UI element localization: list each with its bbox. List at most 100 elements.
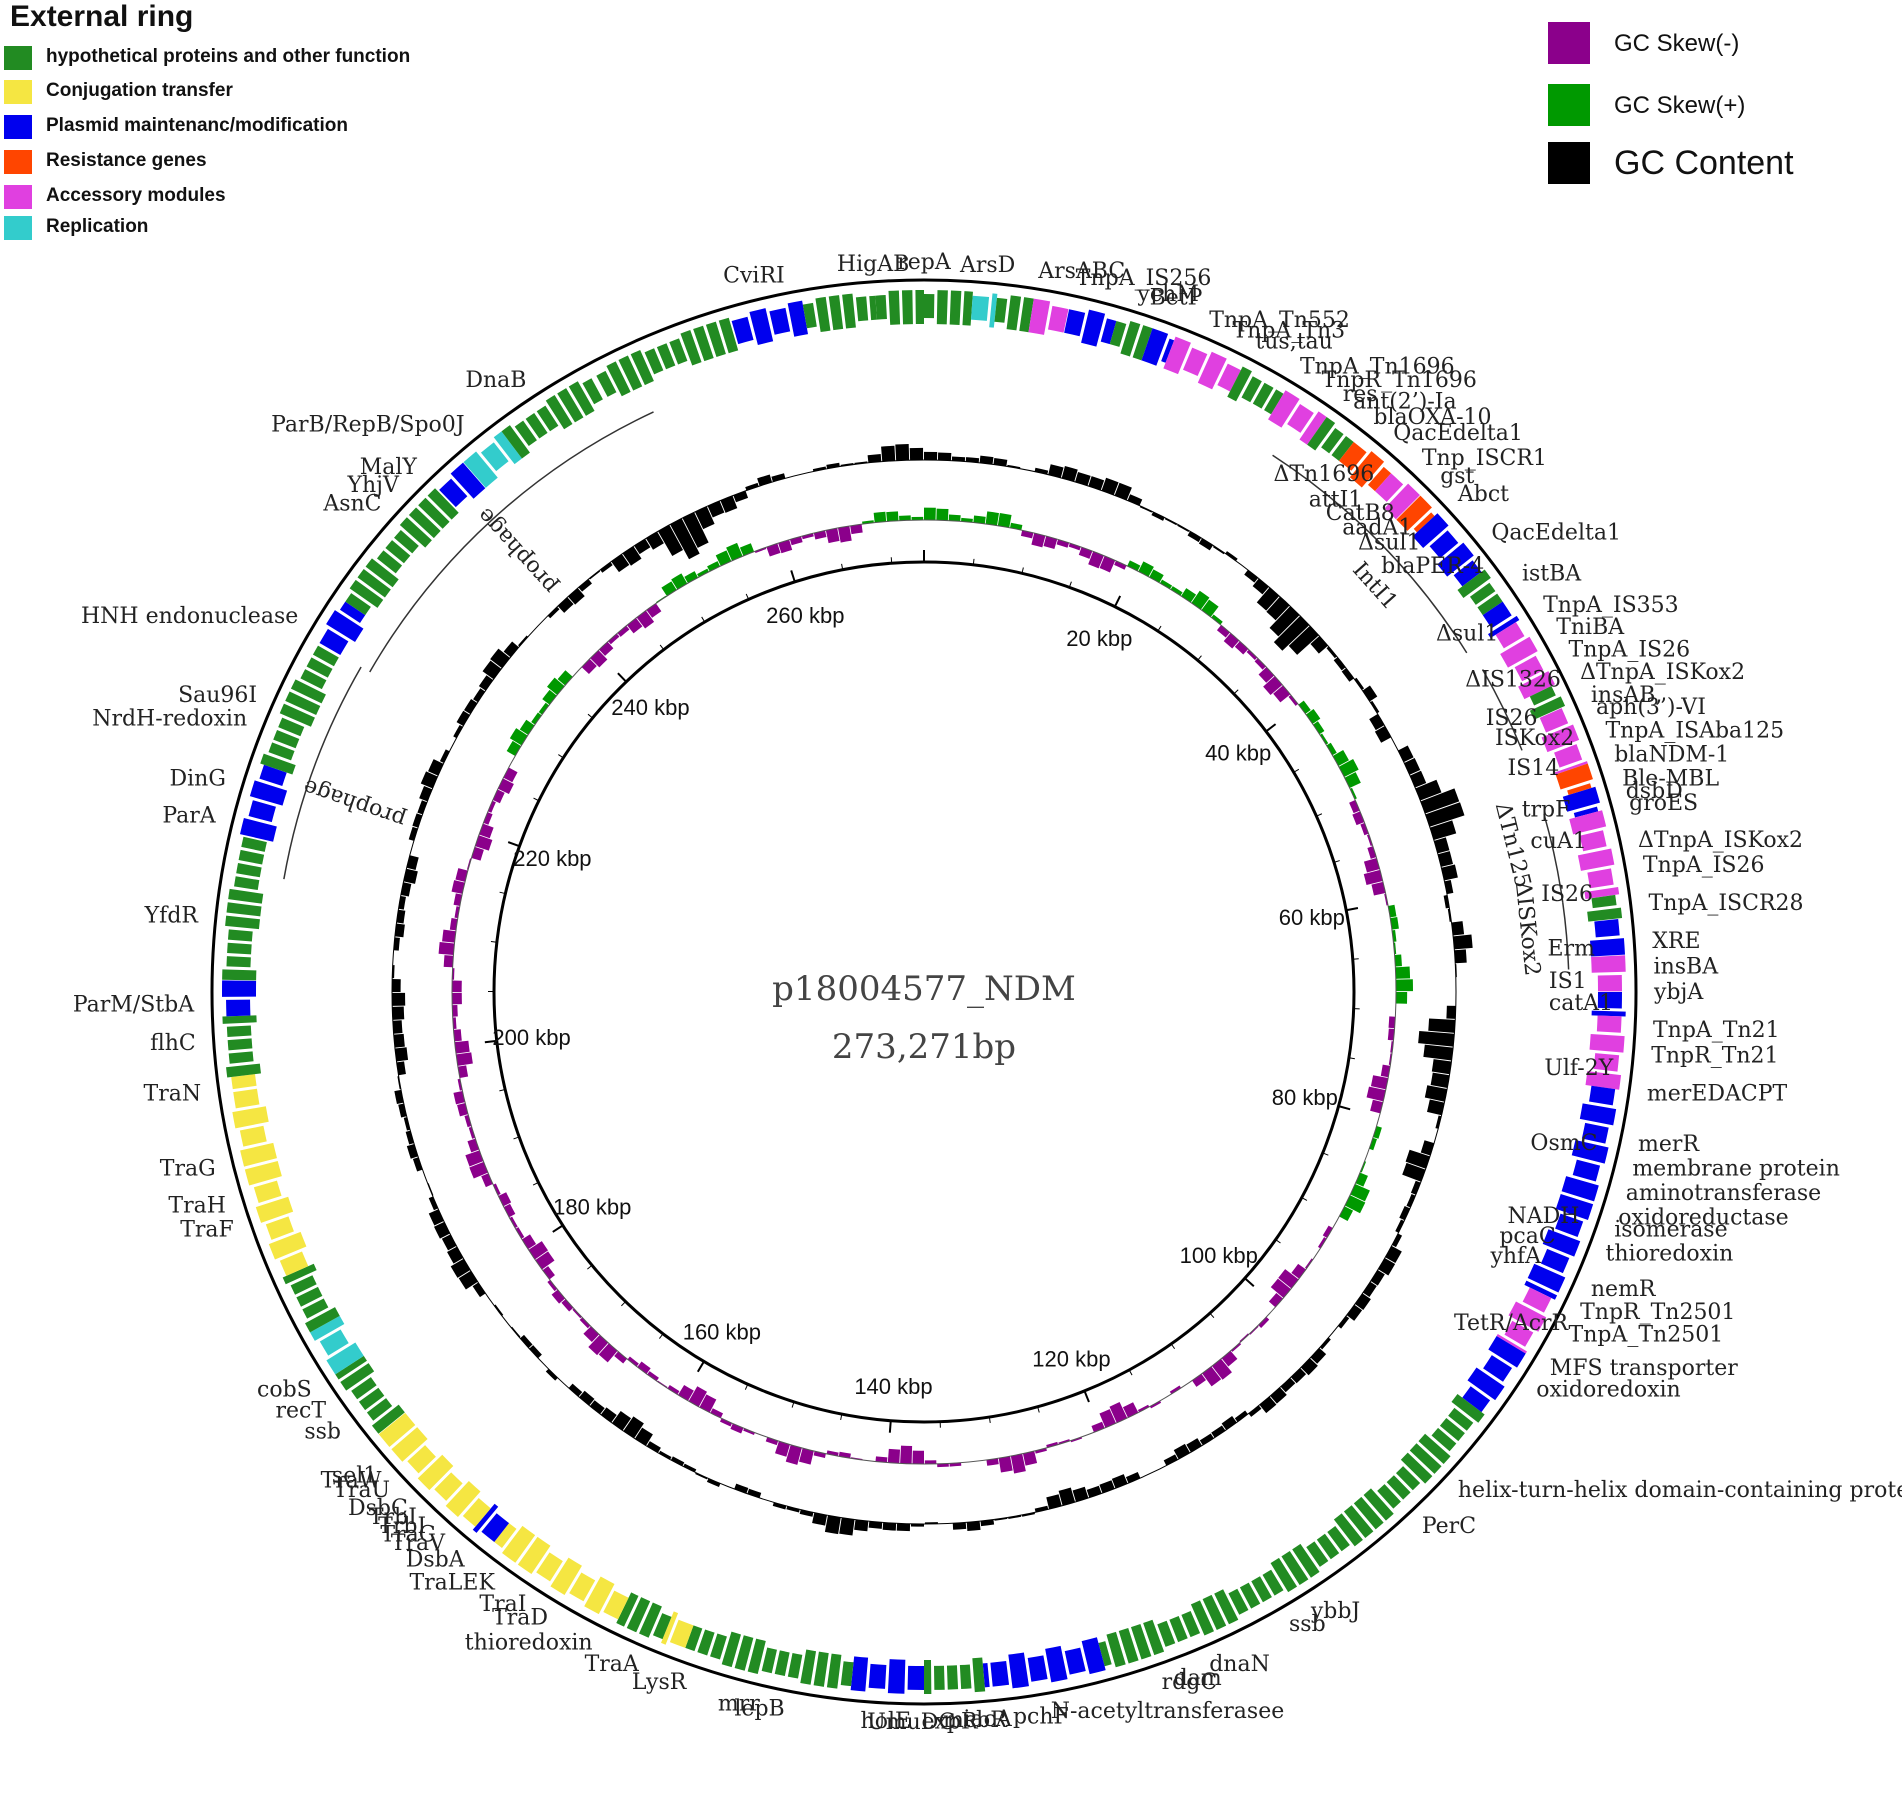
gene-label: TraU: [333, 1478, 390, 1503]
scale-tick: [1113, 595, 1122, 608]
gc-skew-bar: [825, 528, 840, 544]
gene-block: [463, 451, 498, 488]
gc-skew-bar: [1254, 658, 1266, 670]
gc-skew-bar: [1332, 749, 1349, 767]
gene-label: merEDACPT: [1647, 1082, 1788, 1107]
gene-block: [1118, 1628, 1139, 1664]
gc-content-bar: [1198, 538, 1213, 551]
gc-skew-bar: [1246, 649, 1258, 661]
gc-content-bar: [1058, 1487, 1076, 1506]
gene-block: [1384, 483, 1420, 520]
gc-skew-bar: [688, 1386, 707, 1407]
gc-skew-bar: [1278, 1269, 1299, 1289]
gene-block: [749, 308, 774, 345]
gene-label: pcaC: [1499, 1224, 1555, 1249]
gc-content-bar: [706, 1478, 721, 1488]
gc-content-bar: [1269, 606, 1300, 637]
gene-block: [1587, 907, 1623, 922]
gc-skew-bar: [1369, 1137, 1377, 1151]
gene-block: [1367, 466, 1392, 492]
gc-content-bar: [1290, 1368, 1307, 1384]
gene-block: [606, 361, 631, 397]
gc-content-bar: [1395, 1219, 1405, 1233]
gene-block: [1183, 347, 1208, 377]
gc-content-bar: [1072, 1486, 1089, 1502]
gene-block: [1349, 451, 1385, 488]
gene-label: attI1: [1309, 487, 1363, 512]
gc-content-bar: [910, 1523, 924, 1527]
gene-block: [1522, 1287, 1552, 1313]
gene-block: [1496, 1334, 1527, 1354]
scale-tick: [532, 1181, 539, 1186]
gene-label: HNH endonuclease: [81, 604, 298, 629]
gene-block: [693, 325, 714, 362]
gene-label: XRE: [1652, 929, 1700, 954]
gene-label: MFS transporter: [1550, 1356, 1738, 1381]
gc-content-bar: [1273, 615, 1310, 651]
gene-label: thioredoxin: [465, 1630, 593, 1655]
gene-block: [1591, 894, 1617, 909]
gc-content-bar: [1424, 1085, 1448, 1102]
gene-block: [481, 1513, 510, 1543]
gc-skew-bar: [506, 740, 522, 756]
tick-label: 120 kbp: [1032, 1346, 1110, 1371]
gene-label: aph(3’)-VI: [1596, 695, 1706, 720]
gene-block: [959, 1664, 972, 1690]
gene-label: expR: [921, 1710, 979, 1735]
gc-content-bar: [951, 456, 966, 462]
legend-item-replication: Replication: [4, 216, 524, 246]
gene-block: [310, 1315, 345, 1341]
scale-tick: [1157, 625, 1162, 632]
gene-block: [1504, 1320, 1534, 1347]
gene-block: [946, 1665, 959, 1690]
gc-skew-bar: [1160, 579, 1173, 590]
gc-skew-bar: [454, 1040, 470, 1054]
gc-skew-bar: [583, 1326, 600, 1343]
gc-content-bar: [1427, 1099, 1445, 1116]
gc-content-bar: [1221, 1416, 1237, 1430]
gc-content-bar: [772, 1502, 787, 1510]
gc-content-bar: [393, 1033, 405, 1048]
gene-block: [1597, 974, 1622, 992]
gc-content-bar: [417, 800, 428, 815]
gene-block: [990, 1660, 1010, 1687]
gc-skew-bar: [481, 1173, 493, 1188]
gc-content-bar: [478, 675, 494, 691]
gc-skew-bar: [1216, 625, 1230, 638]
gc-skew-bar: [498, 1192, 512, 1207]
gc-content-bar: [826, 462, 840, 469]
gene-block: [550, 1557, 582, 1595]
gc-skew-bar: [528, 1241, 549, 1260]
gc-content-bar: [1256, 587, 1280, 611]
gc-skew-bar: [1270, 1278, 1291, 1298]
gene-block: [1181, 1611, 1201, 1638]
gene-block: [1567, 783, 1592, 795]
gc-skew-bar: [973, 515, 986, 524]
gene-label: ΔTn1696: [1273, 462, 1374, 487]
gc-skew-bar: [936, 508, 949, 521]
gene-label: TetR/AcrR: [1454, 1311, 1570, 1336]
gene-block: [260, 753, 296, 775]
scale-tick: [490, 941, 497, 943]
gene-block: [244, 1160, 282, 1186]
gene-block: [1488, 1336, 1526, 1368]
gene-block: [1555, 1213, 1584, 1238]
gene-block: [226, 1063, 261, 1078]
gc-skew-bar: [684, 571, 699, 584]
gc-content-bar: [1370, 1269, 1385, 1286]
gene-block: [376, 550, 403, 574]
gene-block: [924, 1659, 932, 1694]
gc-content-bar: [456, 710, 470, 726]
scale-tick: [1233, 689, 1239, 695]
gc-skew-bar: [1010, 1453, 1026, 1474]
gc-skew-bar: [1043, 536, 1058, 550]
gene-block: [685, 1625, 703, 1652]
scale-tick: [1265, 723, 1277, 733]
gene-block: [710, 1633, 727, 1660]
gene-block: [936, 290, 948, 325]
gene-block: [875, 295, 887, 320]
gc-content-bar: [439, 749, 450, 763]
gc-skew-bar: [1298, 700, 1311, 714]
scale-tick: [1293, 768, 1300, 773]
